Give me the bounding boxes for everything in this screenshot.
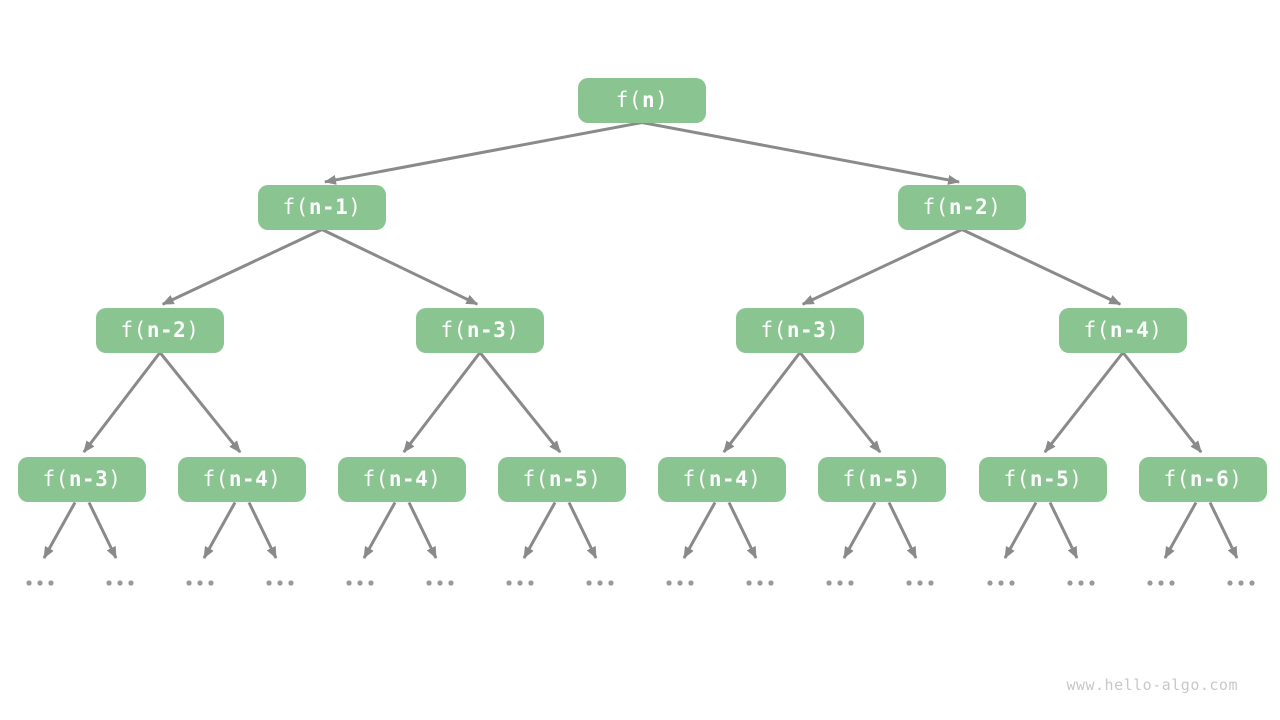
leaf-arrow-15 (1208, 501, 1239, 559)
ellipsis-dots (106, 580, 134, 586)
edge-arrow-l-lr (321, 228, 479, 306)
ellipsis-dots (1147, 580, 1175, 586)
leaf-arrow-10 (842, 501, 877, 559)
edge-arrow-rr-rrr (1121, 351, 1203, 454)
ellipsis-dots (26, 580, 54, 586)
ellipsis-dots (186, 580, 214, 586)
leaf-arrow-12 (1003, 501, 1038, 559)
leaf-arrow-7 (567, 501, 598, 559)
edge-arrow-rr-rrl (1043, 351, 1125, 454)
leaf-arrow-5 (407, 501, 438, 559)
ellipsis-dots (1227, 580, 1255, 586)
ellipsis-dots (826, 580, 854, 586)
edge-arrow-lr-lrl (402, 351, 482, 454)
leaf-arrow-11 (887, 501, 918, 559)
edge-arrow-rl-rll (722, 351, 802, 454)
edge-arrow-r-rr (961, 228, 1122, 306)
edge-arrow-lr-lrr (478, 351, 562, 454)
leaf-arrow-0 (42, 501, 77, 559)
edge-arrow-root-r (641, 121, 961, 185)
leaf-arrow-9 (727, 501, 758, 559)
leaf-arrow-2 (202, 501, 237, 559)
ellipsis-dots (987, 580, 1015, 586)
ellipsis-dots (506, 580, 534, 586)
watermark: www.hello-algo.com (1066, 676, 1238, 694)
leaf-arrow-3 (247, 501, 278, 559)
edge-arrow-ll-lll (82, 351, 162, 454)
edge-arrow-ll-llr (158, 351, 242, 454)
edge-arrow-l-ll (161, 228, 323, 306)
ellipsis-dots (266, 580, 294, 586)
ellipsis-dots (666, 580, 694, 586)
leaf-arrow-1 (87, 501, 118, 559)
edge-arrow-rl-rlr (798, 351, 882, 454)
ellipsis-dots (906, 580, 934, 586)
ellipsis-dots (746, 580, 774, 586)
edge-arrow-root-l (323, 121, 643, 185)
ellipsis-dots (346, 580, 374, 586)
ellipsis-dots (586, 580, 614, 586)
leaf-arrow-13 (1048, 501, 1079, 559)
ellipsis-dots (1067, 580, 1095, 586)
leaf-arrow-8 (682, 501, 717, 559)
leaf-arrow-4 (362, 501, 397, 559)
edge-arrow-r-rl (801, 228, 963, 306)
ellipsis-dots (426, 580, 454, 586)
leaf-arrow-6 (522, 501, 557, 559)
leaf-arrow-14 (1163, 501, 1198, 559)
